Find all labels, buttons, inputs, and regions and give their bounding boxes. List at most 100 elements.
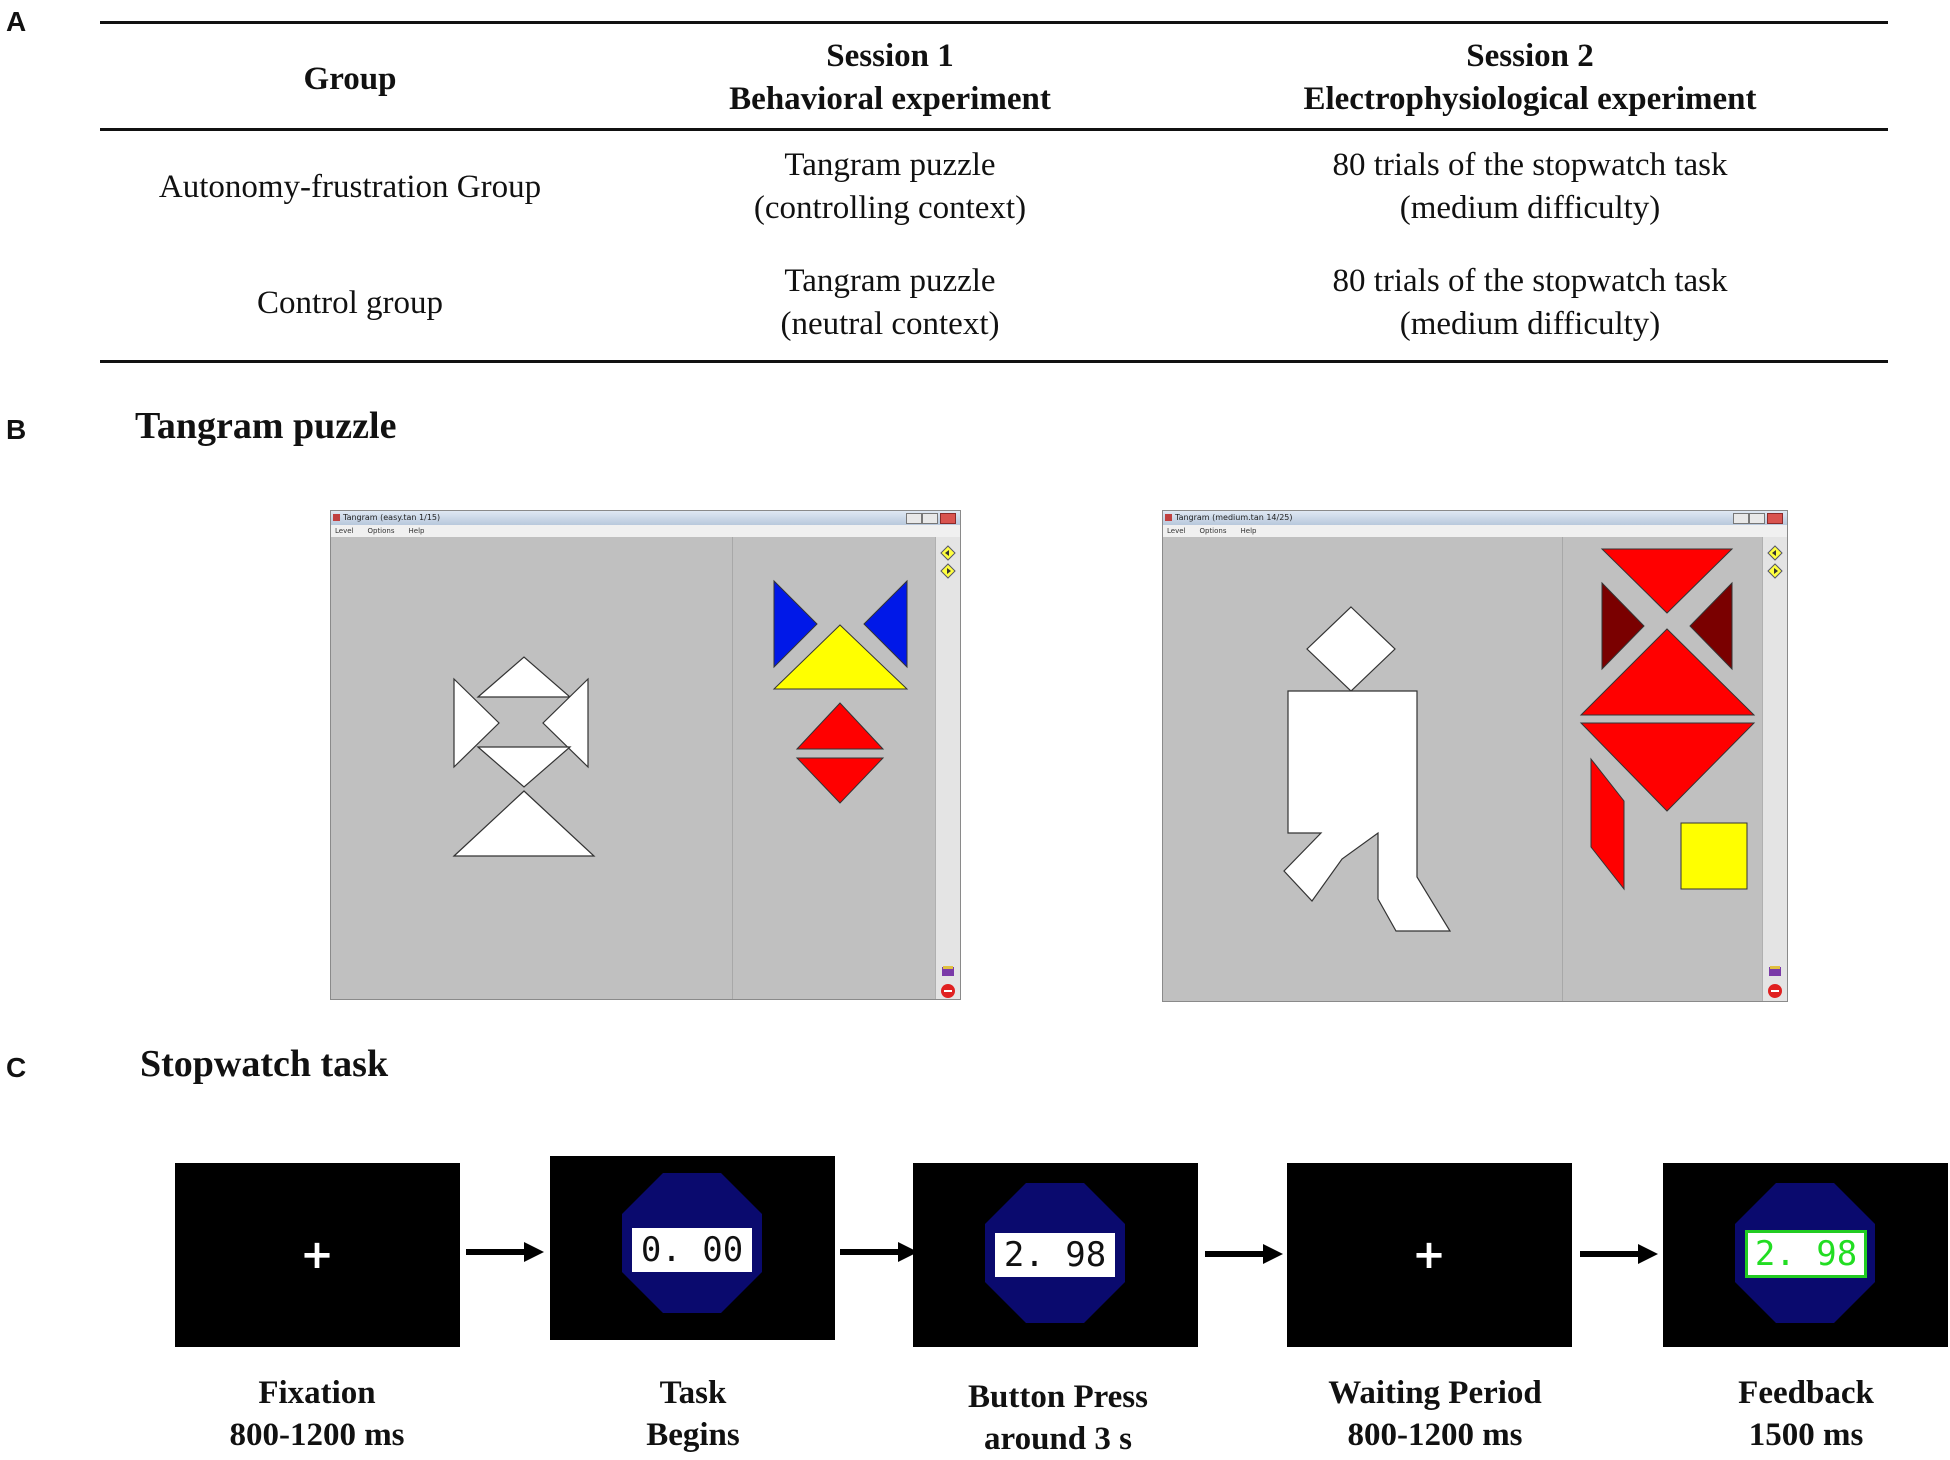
row1-session1-line1: Tangram puzzle: [784, 147, 996, 183]
menu-options[interactable]: Options: [367, 527, 395, 535]
feedback-display: 2. 98: [1745, 1230, 1867, 1278]
caption-waiting-period: Waiting Period 800-1200 ms: [1275, 1372, 1595, 1456]
header-session2-line1: Session 2: [1466, 38, 1594, 74]
easy-piece-red-bottom: [795, 757, 885, 804]
tangram-easy-menubar: Level Options Help: [331, 525, 960, 537]
row2-session2-line1: 80 trials of the stopwatch task: [1332, 263, 1728, 299]
easy-piece-blue-right: [863, 579, 908, 669]
fixation-cross: +: [1412, 1232, 1446, 1278]
tangram-medium-divider: [1562, 537, 1563, 1001]
panel-b-letter: B: [6, 414, 27, 445]
row1-group: Autonomy-frustration Group: [158, 169, 542, 205]
easy-target-mid-triangle: [476, 746, 572, 788]
arrow-right-icon: [840, 1242, 918, 1262]
medium-piece-red-top: [1600, 548, 1734, 614]
arrow-right-icon: [1205, 1244, 1283, 1264]
stopwatch-display: 2. 98: [995, 1233, 1115, 1277]
caption-fixation: Fixation 800-1200 ms: [157, 1372, 477, 1456]
next-level-icon[interactable]: [940, 563, 956, 579]
caption-task-line2: Begins: [646, 1417, 740, 1453]
easy-piece-yellow: [772, 624, 909, 690]
menu-help[interactable]: Help: [1240, 527, 1257, 535]
minimize-button[interactable]: [1733, 513, 1749, 524]
row2-session2-line2: (medium difficulty): [1399, 306, 1661, 342]
menu-options[interactable]: Options: [1199, 527, 1227, 535]
panel-b-title: Tangram puzzle: [135, 405, 397, 447]
maximize-button[interactable]: [922, 513, 938, 524]
tangram-medium-sidebar: [1762, 537, 1787, 1001]
close-button[interactable]: [940, 513, 956, 524]
tangram-medium-canvas: [1283, 548, 1756, 932]
stopwatch-display: 0. 00: [632, 1228, 752, 1272]
medium-target-body: [1283, 690, 1452, 932]
menu-level[interactable]: Level: [1167, 527, 1186, 535]
caption-press-line1: Button Press: [968, 1379, 1148, 1415]
caption-task-line1: Task: [659, 1375, 727, 1411]
screen-button-press: 2. 98: [913, 1163, 1198, 1347]
panel-a-letter: A: [6, 6, 27, 37]
menu-help[interactable]: Help: [408, 527, 425, 535]
menu-level[interactable]: Level: [335, 527, 354, 535]
panel-c-title: Stopwatch task: [140, 1043, 389, 1085]
screen-waiting-period: +: [1287, 1163, 1572, 1347]
tangram-medium-title: Tangram (medium.tan 14/25): [1175, 513, 1293, 522]
book-icon[interactable]: [1767, 963, 1783, 979]
medium-piece-darkred-right: [1689, 581, 1733, 671]
close-button[interactable]: [1767, 513, 1783, 524]
book-icon[interactable]: [940, 963, 956, 979]
row2-group: Control group: [256, 285, 444, 321]
caption-feedback-line2: 1500 ms: [1748, 1417, 1864, 1453]
caption-waiting-line1: Waiting Period: [1328, 1375, 1542, 1411]
prev-level-icon[interactable]: [1767, 545, 1783, 561]
table-bottom-rule: [100, 360, 1888, 363]
header-session1-line2: Behavioral experiment: [729, 81, 1051, 117]
medium-piece-darkred-left: [1601, 581, 1645, 671]
app-icon: [1165, 514, 1172, 521]
easy-piece-blue-left: [773, 579, 818, 669]
medium-piece-yellow-square: [1680, 822, 1748, 890]
prev-level-icon[interactable]: [940, 545, 956, 561]
easy-piece-red-top: [795, 702, 885, 750]
tangram-medium-menubar: Level Options Help: [1163, 525, 1787, 537]
caption-task-begins: Task Begins: [533, 1372, 853, 1456]
tangram-medium-titlebar: Tangram (medium.tan 14/25): [1163, 511, 1787, 525]
medium-piece-red-mid: [1579, 628, 1756, 716]
arrow-right-icon: [466, 1242, 544, 1262]
tangram-easy-sidebar: [935, 537, 960, 999]
table-top-rule: [100, 21, 1888, 24]
fixation-cross: +: [300, 1232, 334, 1278]
screen-feedback: 2. 98: [1663, 1163, 1948, 1347]
caption-feedback: Feedback 1500 ms: [1646, 1372, 1950, 1456]
caption-press-line2: around 3 s: [984, 1421, 1132, 1457]
arrow-right-icon: [1580, 1244, 1658, 1264]
header-session1-line1: Session 1: [826, 38, 954, 74]
stop-icon[interactable]: [1767, 983, 1783, 999]
row1-session2-line1: 80 trials of the stopwatch task: [1332, 147, 1728, 183]
caption-feedback-line1: Feedback: [1738, 1375, 1874, 1411]
caption-button-press: Button Press around 3 s: [898, 1376, 1218, 1460]
medium-piece-red-parallelogram: [1590, 757, 1625, 891]
caption-waiting-line2: 800-1200 ms: [1347, 1417, 1523, 1453]
tangram-easy-title: Tangram (easy.tan 1/15): [343, 513, 441, 522]
easy-target-left-triangle: [453, 677, 500, 769]
header-group: Group: [303, 61, 397, 97]
row1-session2-line2: (medium difficulty): [1399, 190, 1661, 226]
next-level-icon[interactable]: [1767, 563, 1783, 579]
caption-fixation-line1: Fixation: [258, 1375, 376, 1411]
easy-target-right-triangle: [542, 677, 589, 769]
caption-fixation-line2: 800-1200 ms: [229, 1417, 405, 1453]
header-session2-line2: Electrophysiological experiment: [1303, 81, 1757, 117]
stop-icon[interactable]: [940, 983, 956, 999]
table-header-rule: [100, 128, 1888, 131]
minimize-button[interactable]: [906, 513, 922, 524]
tangram-easy-titlebar: Tangram (easy.tan 1/15): [331, 511, 960, 525]
tangram-window-medium: Tangram (medium.tan 14/25) Level Options…: [1162, 510, 1788, 1002]
easy-target-top-triangle: [476, 656, 572, 698]
easy-target-bottom-triangle: [452, 790, 596, 857]
screen-fixation: +: [175, 1163, 460, 1347]
row2-session1-line1: Tangram puzzle: [784, 263, 996, 299]
row1-session1-line2: (controlling context): [753, 190, 1027, 226]
medium-piece-red-low: [1579, 722, 1756, 812]
tangram-window-easy: Tangram (easy.tan 1/15) Level Options He…: [330, 510, 961, 1000]
maximize-button[interactable]: [1749, 513, 1765, 524]
